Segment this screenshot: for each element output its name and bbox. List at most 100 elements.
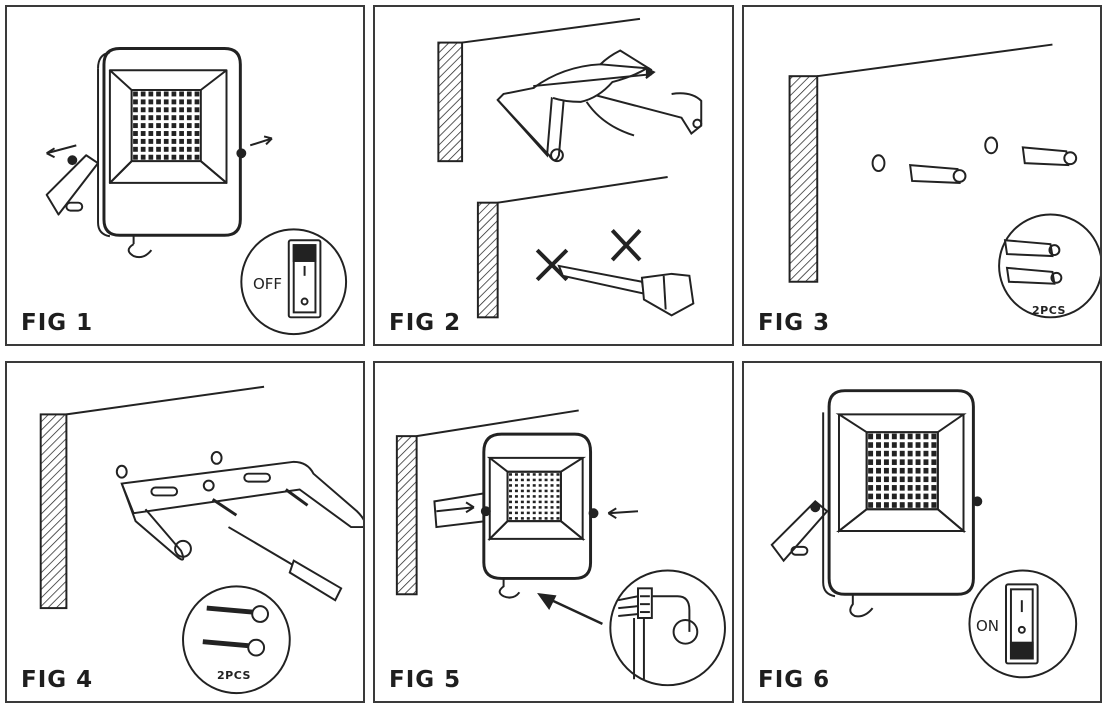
led-dot bbox=[526, 517, 530, 520]
led-dot bbox=[532, 511, 536, 515]
led-dot bbox=[538, 473, 542, 476]
bracket-icon bbox=[437, 17, 703, 319]
led-dot bbox=[179, 115, 184, 121]
led-dot bbox=[907, 476, 913, 483]
led-dot bbox=[509, 495, 512, 498]
led-dot bbox=[899, 450, 905, 457]
led-dot bbox=[186, 99, 192, 105]
led-dot bbox=[179, 154, 184, 160]
led-dot bbox=[148, 107, 154, 113]
led-dot bbox=[538, 489, 542, 493]
led-dot bbox=[171, 138, 177, 144]
led-dot bbox=[556, 478, 560, 482]
led-dot bbox=[171, 91, 177, 97]
led-dot bbox=[509, 511, 512, 515]
led-dot bbox=[883, 442, 889, 448]
led-dot bbox=[544, 484, 548, 487]
led-dot bbox=[171, 123, 177, 129]
led-dot bbox=[163, 138, 169, 144]
led-dot bbox=[156, 99, 161, 105]
led-dot bbox=[876, 467, 881, 474]
led-dot bbox=[163, 115, 169, 121]
led-dot bbox=[891, 485, 897, 491]
led-dot bbox=[883, 485, 889, 491]
led-dot bbox=[907, 450, 913, 457]
led-dot bbox=[156, 131, 161, 136]
led-dot bbox=[915, 485, 921, 491]
led-dot bbox=[186, 107, 192, 113]
led-dot bbox=[179, 99, 184, 105]
led-dot bbox=[133, 99, 138, 105]
led-dot bbox=[526, 484, 530, 487]
led-dot bbox=[140, 131, 146, 136]
led-dot bbox=[163, 99, 169, 105]
led-dot bbox=[876, 459, 881, 465]
led-dot bbox=[520, 478, 524, 482]
led-dot bbox=[520, 500, 524, 504]
led-dot bbox=[514, 517, 518, 520]
led-dot bbox=[140, 146, 146, 152]
led-dot bbox=[556, 489, 560, 493]
led-dot bbox=[876, 493, 881, 500]
led-dot bbox=[520, 511, 524, 515]
led-dot bbox=[556, 473, 560, 476]
led-dot bbox=[179, 123, 184, 129]
led-dot bbox=[899, 467, 905, 474]
led-dot bbox=[514, 506, 518, 509]
led-dot bbox=[532, 517, 536, 520]
led-dot bbox=[133, 146, 138, 152]
led-dot bbox=[133, 138, 138, 144]
led-dot bbox=[923, 467, 929, 474]
connector-icon bbox=[395, 409, 726, 687]
screw-icon bbox=[39, 385, 363, 695]
fig3-pcs-label: 2PCS bbox=[1032, 304, 1066, 317]
led-dot bbox=[179, 138, 184, 144]
led-dot bbox=[923, 450, 929, 457]
led-dot bbox=[514, 473, 518, 476]
led-dot bbox=[556, 500, 560, 504]
led-dot bbox=[876, 502, 881, 508]
led-dot bbox=[194, 131, 200, 136]
led-dot bbox=[140, 123, 146, 129]
led-dot bbox=[891, 442, 897, 448]
led-dot bbox=[520, 484, 524, 487]
led-dot bbox=[156, 107, 161, 113]
led-dot bbox=[194, 99, 200, 105]
led-dot bbox=[915, 493, 921, 500]
led-dot bbox=[868, 493, 874, 500]
led-dot bbox=[509, 489, 512, 493]
led-dot bbox=[171, 131, 177, 136]
led-dot bbox=[923, 502, 929, 508]
led-dot bbox=[923, 485, 929, 491]
led-dot bbox=[883, 502, 889, 508]
led-dot bbox=[868, 485, 874, 491]
led-dot bbox=[194, 91, 200, 97]
led-dot bbox=[520, 489, 524, 493]
led-dot bbox=[514, 484, 518, 487]
led-dot bbox=[171, 146, 177, 152]
led-dot bbox=[133, 154, 138, 160]
switch-off-label: OFF bbox=[253, 275, 283, 293]
fig4-panel: 2PCS FIG 4 bbox=[5, 361, 365, 703]
led-dot bbox=[526, 511, 530, 515]
led-dot bbox=[891, 476, 897, 483]
led-dot bbox=[526, 495, 530, 498]
led-dot bbox=[509, 517, 512, 520]
led-dot bbox=[532, 484, 536, 487]
led-dot bbox=[876, 433, 881, 440]
led-dot bbox=[526, 473, 530, 476]
led-dot bbox=[544, 489, 548, 493]
led-dot bbox=[532, 489, 536, 493]
led-dot bbox=[133, 123, 138, 129]
led-dot bbox=[891, 459, 897, 465]
led-dot bbox=[133, 91, 138, 97]
led-dot bbox=[891, 433, 897, 440]
fig3-panel: 2PCS FIG 3 bbox=[742, 5, 1102, 346]
led-dot bbox=[931, 450, 937, 457]
led-dot bbox=[538, 500, 542, 504]
led-dot bbox=[526, 500, 530, 504]
led-dot bbox=[907, 433, 913, 440]
fig1-label: FIG 1 bbox=[21, 310, 94, 336]
led-dot bbox=[179, 107, 184, 113]
led-dot bbox=[556, 495, 560, 498]
